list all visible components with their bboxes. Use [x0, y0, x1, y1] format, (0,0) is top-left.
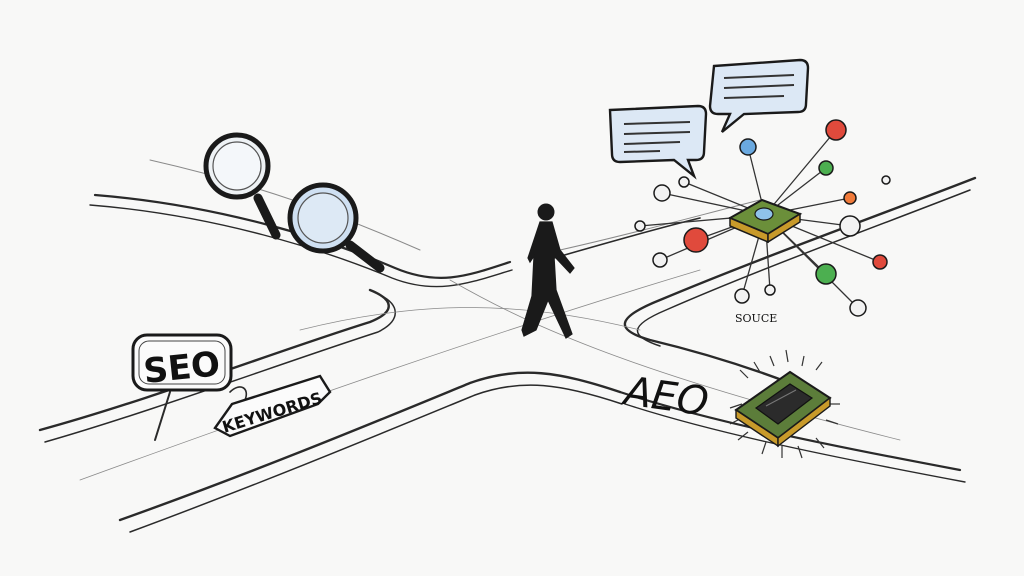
- aeo-label: AEO: [619, 368, 712, 426]
- speech-bubble-icon: [708, 58, 810, 133]
- seo-label: SEO: [142, 344, 222, 392]
- network-hub: SOUCE: [634, 119, 891, 325]
- ai-chip-icon: [727, 198, 803, 244]
- seo-sign: SEO: [131, 333, 233, 441]
- keywords-signpost: KEYWORDS: [213, 374, 332, 438]
- walking-person-icon: [521, 203, 575, 339]
- source-label: SOUCE: [735, 312, 777, 325]
- magnifying-glass-icon: [287, 182, 385, 273]
- network-node-icon: [634, 119, 891, 317]
- ai-chip-icon: [729, 349, 840, 459]
- magnifying-glass-icon: [203, 132, 281, 240]
- speech-bubble-icon: [608, 104, 708, 180]
